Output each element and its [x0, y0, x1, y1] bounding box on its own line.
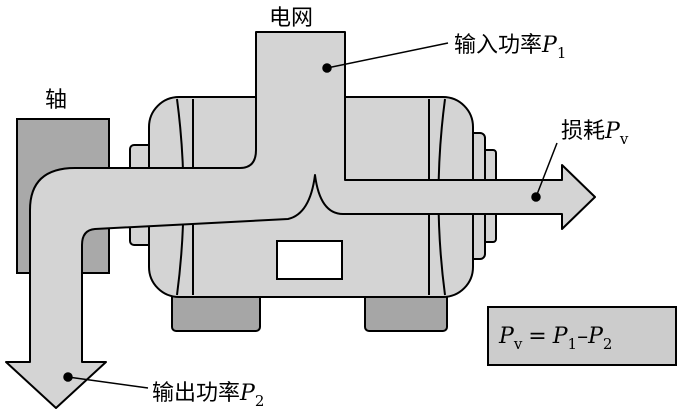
- input-power-symbol: P: [541, 33, 558, 58]
- power-flow-arrow: [5, 31, 596, 409]
- motor-window: [276, 240, 343, 280]
- formula-term2-sub: 2: [603, 335, 613, 353]
- output-power-symbol: P: [239, 381, 256, 406]
- formula-equals: =: [528, 324, 546, 349]
- output-power-text: 输出功率: [152, 381, 240, 406]
- loss-text: 损耗: [561, 119, 605, 144]
- shaft-label: 轴: [45, 88, 67, 113]
- loss-label: 损耗Pv: [561, 119, 629, 148]
- formula-term1-sub: 1: [568, 335, 578, 353]
- output-power-dot: [63, 372, 73, 382]
- input-power-text: 输入功率: [454, 33, 542, 58]
- loss-symbol: P: [604, 119, 621, 144]
- input-power-sub: 1: [557, 44, 567, 62]
- motor-foot-right: [364, 292, 448, 332]
- formula-lhs-sub: v: [513, 335, 523, 353]
- input-power-label: 输入功率P1: [454, 33, 566, 62]
- output-power-sub: 2: [255, 392, 265, 410]
- grid-label: 电网: [269, 6, 313, 31]
- leader-lines: [63, 42, 558, 389]
- input-power-dot: [322, 63, 332, 73]
- motor-foot-left: [171, 292, 261, 332]
- formula-lhs-symbol: P: [498, 324, 515, 349]
- formula-term2-symbol: P: [587, 324, 604, 349]
- formula-minus: –: [577, 324, 588, 349]
- loss-sub: v: [619, 130, 629, 148]
- formula-term1-symbol: P: [552, 324, 569, 349]
- loss-dot: [531, 192, 541, 202]
- output-power-label: 输出功率P2: [152, 381, 264, 410]
- formula-text: Pv=P1–P2: [498, 324, 612, 353]
- formula-box: [487, 306, 677, 366]
